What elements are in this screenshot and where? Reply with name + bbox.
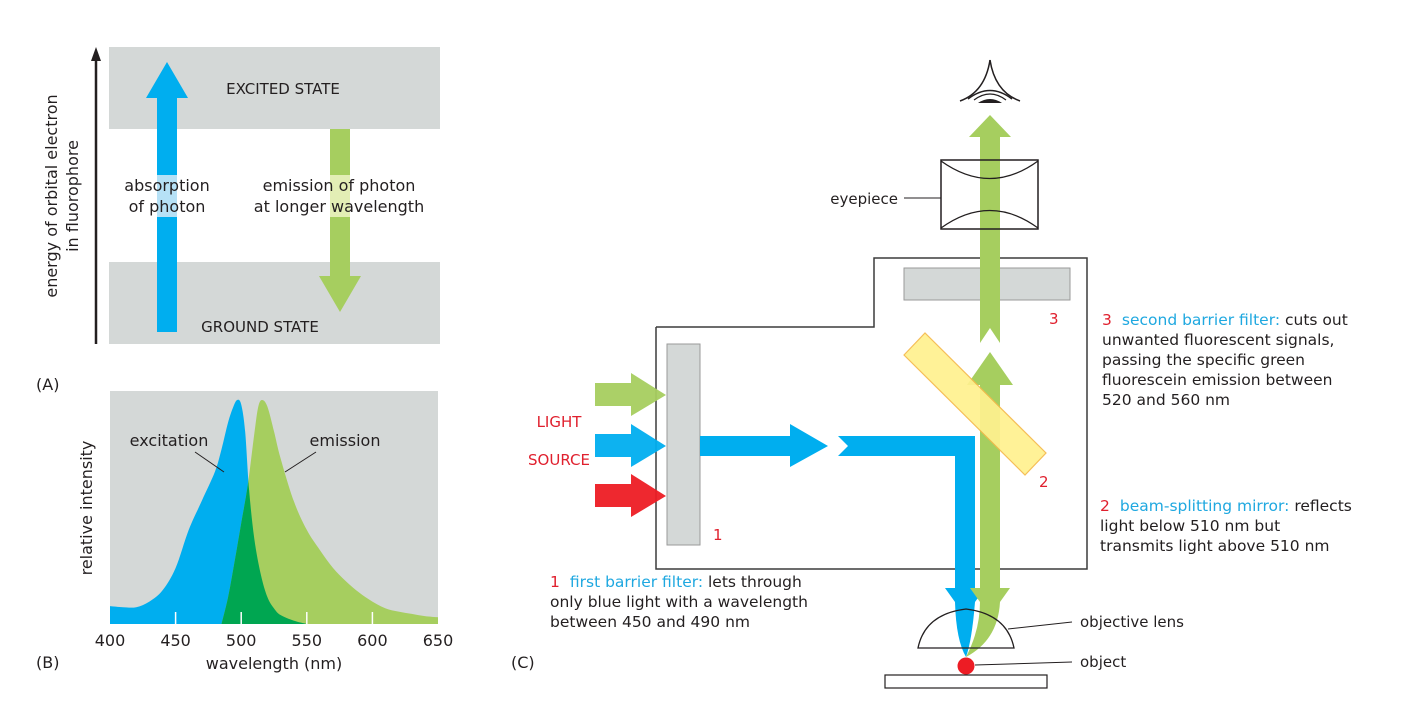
caption-1-term: first barrier filter: xyxy=(569,573,704,591)
emission-spectrum-area xyxy=(221,400,438,624)
eyepiece-label: eyepiece xyxy=(830,190,898,208)
objective-lens-label: objective lens xyxy=(1080,613,1184,631)
first-barrier-filter xyxy=(666,343,701,546)
blue-beam-arrow-icon xyxy=(700,424,828,467)
spectrum-chart xyxy=(110,399,438,624)
caption-1-text-line3: between 450 and 490 nm xyxy=(550,613,750,631)
excited-state-label: EXCITED STATE xyxy=(226,80,340,98)
caption-3-text-line5: 520 and 560 nm xyxy=(1102,391,1231,409)
caption-3-term: second barrier filter: xyxy=(1121,311,1281,329)
green-beam-upper-arrow-icon xyxy=(967,352,1013,385)
filter3-marker: 3 xyxy=(1049,310,1059,328)
energy-axis-label-line1: energy of orbital electron xyxy=(42,94,61,297)
light-source-label-line2: SOURCE xyxy=(528,451,590,469)
object-label: object xyxy=(1080,653,1126,671)
ground-state-label: GROUND STATE xyxy=(201,318,319,336)
panel-a-tag: (A) xyxy=(36,375,59,394)
energy-axis-label-line2: in fluorophore xyxy=(63,140,82,252)
object-leader-line xyxy=(974,661,1073,666)
caption-2-number: 2 xyxy=(1100,497,1110,515)
x-tick-label: 450 xyxy=(160,631,191,650)
x-tick-label: 400 xyxy=(95,631,126,650)
caption-1-text-line1: lets through xyxy=(708,573,802,591)
caption-first-barrier-filter: 1 first barrier filter: lets through only… xyxy=(550,572,808,632)
x-tick-label: 550 xyxy=(292,631,323,650)
blue-convergent-beam xyxy=(955,602,975,657)
green-beam-upper xyxy=(980,136,1000,343)
y-axis-label: relative intensity xyxy=(77,441,96,576)
caption-2-text-line3: transmits light above 510 nm xyxy=(1100,537,1330,555)
caption-3-text-line2: unwanted fluorescent signals, xyxy=(1102,331,1335,349)
excitation-leader-line xyxy=(194,451,225,473)
panel-b-tag: (B) xyxy=(36,653,59,672)
objective-lens-leader-line xyxy=(1007,621,1073,630)
x-tick-label: 500 xyxy=(226,631,257,650)
emission-annotation: emission xyxy=(310,431,381,450)
emission-label-line2: at longer wavelength xyxy=(254,197,424,216)
mirror-marker: 2 xyxy=(1039,473,1049,491)
caption-3-text-line4: fluorescein emission between xyxy=(1102,371,1333,389)
microscope-body-outline xyxy=(655,257,1088,570)
eyepiece xyxy=(940,159,1039,230)
emission-leader-line xyxy=(284,451,317,473)
filter1-marker: 1 xyxy=(713,526,723,544)
absorption-label-line2: of photon xyxy=(129,197,206,216)
absorption-label-line1: absorption xyxy=(124,176,209,195)
caption-2-text-line1: reflects xyxy=(1294,497,1352,515)
excitation-annotation: excitation xyxy=(130,431,209,450)
caption-1-text-line2: only blue light with a wavelength xyxy=(550,593,808,611)
object-specimen xyxy=(957,657,975,675)
emission-arrow-icon xyxy=(319,129,361,312)
energy-axis-arrowhead-icon xyxy=(91,47,101,61)
microscope-slide xyxy=(884,674,1048,689)
caption-1-number: 1 xyxy=(550,573,560,591)
blue-beam-continuation xyxy=(838,436,975,588)
caption-second-barrier-filter: 3 second barrier filter: cuts out unwante… xyxy=(1102,310,1348,410)
panel-a: energy of orbital electron in fluorophor… xyxy=(36,47,440,394)
x-tick-label: 650 xyxy=(423,631,454,650)
caption-3-text-line1: cuts out xyxy=(1284,311,1348,329)
emission-label-highlight xyxy=(330,175,350,217)
green-beam-top-arrowhead-icon xyxy=(969,115,1011,137)
objective-lens xyxy=(917,608,1015,649)
absorption-label-highlight xyxy=(157,175,177,217)
x-axis-ticks xyxy=(174,612,374,624)
green-light-arrow-icon xyxy=(595,373,666,416)
light-source-label-line1: LIGHT xyxy=(537,413,583,431)
emission-label-line1: emission of photon xyxy=(263,176,416,195)
caption-beam-splitting-mirror: 2 beam-splitting mirror: reflects light b… xyxy=(1100,496,1352,556)
panel-c: LIGHT SOURCE eyepiece xyxy=(511,59,1184,689)
caption-3-text-line3: passing the specific green xyxy=(1102,351,1306,369)
x-axis-tick-labels: 400 450 500 550 600 650 xyxy=(95,631,454,650)
x-axis-label: wavelength (nm) xyxy=(206,654,343,673)
red-light-arrow-icon xyxy=(595,474,666,517)
panel-c-tag: (C) xyxy=(511,653,535,672)
blue-light-arrow-icon xyxy=(595,424,666,467)
x-tick-label: 600 xyxy=(357,631,388,650)
caption-2-term: beam-splitting mirror: xyxy=(1119,497,1290,515)
beam-splitting-mirror xyxy=(903,332,1047,476)
eye-icon xyxy=(959,59,1021,103)
green-convergent-beam xyxy=(966,602,1000,657)
panel-b: 400 450 500 550 600 650 relative intensity wa… xyxy=(36,391,453,673)
caption-3-number: 3 xyxy=(1102,311,1112,329)
caption-2-text-line2: light below 510 nm but xyxy=(1100,517,1281,535)
